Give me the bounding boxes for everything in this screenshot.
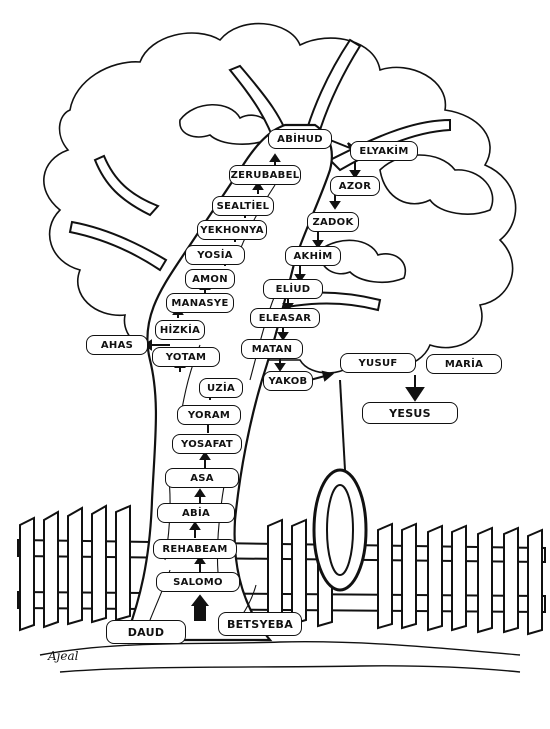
person-eliud: ELİUD [263,279,323,299]
person-yekhonya: YEKHONYA [197,220,267,240]
person-yotam: YOTAM [152,347,220,367]
person-sealtiel: SEALTİEL [212,196,274,216]
person-asa: ASA [165,468,239,488]
person-zerubabel: ZERUBABEL [229,165,301,185]
person-salomo: SALOMO [156,572,240,592]
tire-swing [312,379,368,592]
ground [39,640,521,673]
person-abihud: ABİHUD [268,129,332,149]
person-eleasar: ELEASAR [250,308,320,328]
person-matan: MATAN [241,339,303,359]
person-amon: AMON [185,269,235,289]
person-abia: ABİA [157,503,235,523]
person-yosia: YOSİA [185,245,245,265]
person-yosafat: YOSAFAT [172,434,242,454]
person-yesus: YESUS [362,402,458,424]
person-yusuf: YUSUF [340,353,416,373]
person-elyakim: ELYAKİM [350,141,418,161]
person-ahas: AHAS [86,335,148,355]
person-yakob: YAKOB [263,371,313,391]
person-hizkia: HİZKİA [155,320,205,340]
person-maria: MARİA [426,354,502,374]
person-zadok: ZADOK [307,212,359,232]
person-akhim: AKHİM [285,246,341,266]
artist-signature: Ajeal [47,649,79,663]
person-betsyeba: BETSYEBA [218,612,302,636]
person-daud: DAUD [106,620,186,644]
person-uzia: UZİA [199,378,243,398]
person-azor: AZOR [330,176,380,196]
person-yoram: YORAM [177,405,241,425]
person-manasye: MANASYE [166,293,234,313]
person-rehabeam: REHABEAM [153,539,237,559]
